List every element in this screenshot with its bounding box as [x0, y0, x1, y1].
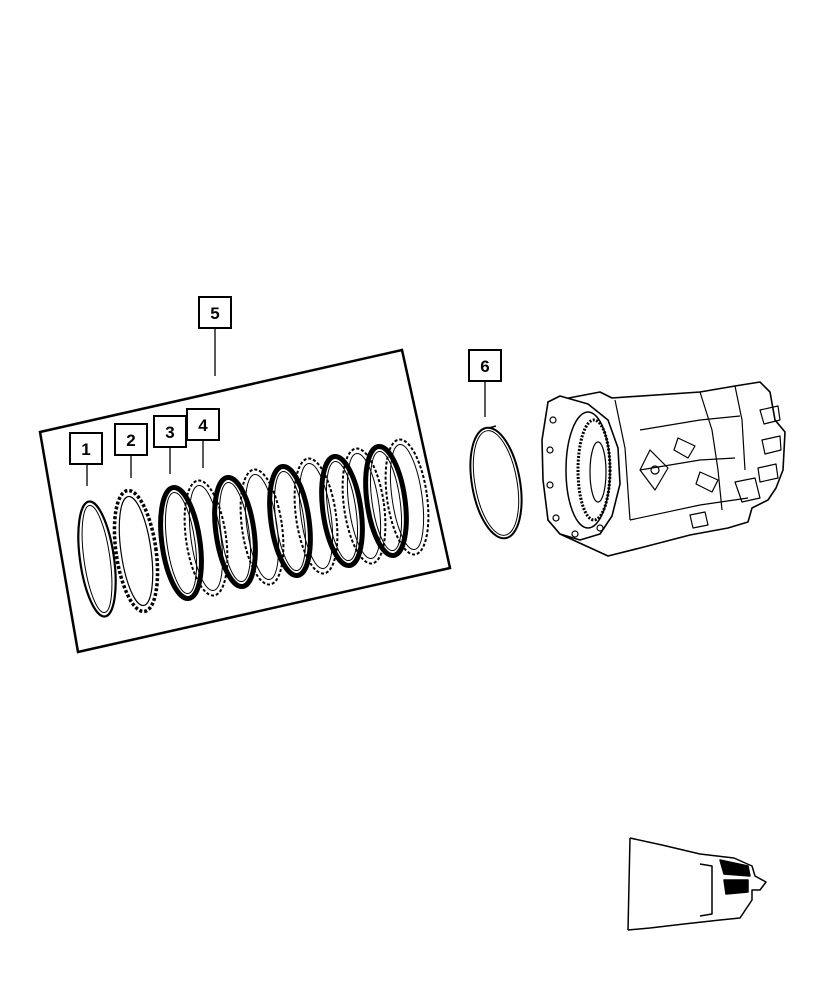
pressure-plate-icon [112, 488, 160, 614]
callout-4: 4 [186, 408, 220, 441]
callout-label: 5 [210, 304, 219, 323]
separate-snap-ring-icon [469, 425, 523, 540]
transmission-assembly-icon [541, 381, 786, 557]
callout-3: 3 [153, 415, 187, 448]
callout-label: 4 [198, 416, 208, 435]
friction-disc-icon [158, 484, 204, 602]
steel-plate-icon [183, 479, 229, 597]
callout-label: 1 [81, 440, 90, 459]
callout-6: 6 [468, 349, 502, 382]
callout-2: 2 [114, 423, 148, 456]
snap-ring-icon [77, 500, 117, 618]
callout-label: 3 [165, 423, 174, 442]
callout-label: 6 [480, 357, 489, 376]
vehicle-locator-icon [627, 837, 767, 931]
clutch-pack-frame [38, 348, 452, 654]
leader-lines [86, 329, 486, 486]
callout-1: 1 [69, 432, 103, 465]
clutch-pack-assembly-icon [77, 438, 430, 618]
callout-5: 5 [198, 296, 232, 329]
callout-label: 2 [126, 431, 135, 450]
